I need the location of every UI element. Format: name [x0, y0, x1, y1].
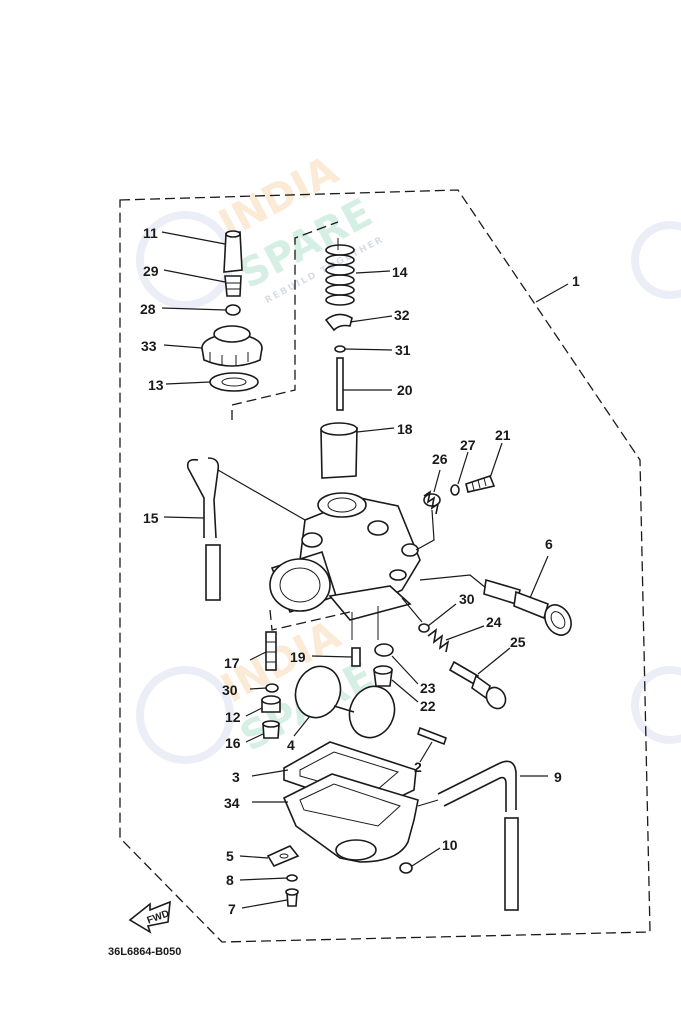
- assembly-boundary: [119, 189, 651, 943]
- part-28-nut: [225, 304, 241, 316]
- part-25-screw: [448, 660, 507, 710]
- callout-19: 19: [290, 649, 306, 665]
- link-line-26: [415, 509, 435, 551]
- part-23-seat: [374, 643, 394, 657]
- part-4-float: [294, 665, 396, 739]
- part-9-hose: [437, 760, 519, 911]
- part-15-hose: [186, 457, 221, 601]
- callout-31: 31: [395, 342, 411, 358]
- part-30-oring-right: [418, 623, 430, 633]
- callout-32: 32: [394, 307, 410, 323]
- callout-30-left: 30: [222, 682, 238, 698]
- callout-12: 12: [225, 709, 241, 725]
- watermark: INDIA SPARE REBUILD TOGETHER INDIA SPARE: [136, 147, 681, 764]
- part-14-spring: [325, 238, 355, 306]
- part-20-needle: [336, 357, 344, 411]
- callout-1: 1: [572, 273, 580, 289]
- part-29-nut: [224, 275, 242, 297]
- part-24-spring: [427, 628, 450, 653]
- part-12-holder: [261, 695, 281, 713]
- part-19-pilot-jet: [351, 647, 361, 667]
- part-6-plunger: [483, 578, 572, 636]
- part-31-ring: [334, 345, 346, 353]
- watermark-logo-icon-right-lower: [631, 666, 681, 744]
- callout-24: 24: [486, 614, 502, 630]
- callout-2: 2: [414, 759, 422, 775]
- callout-30-right: 30: [459, 591, 475, 607]
- watermark-logo-icon-right: [631, 221, 681, 299]
- callout-3: 3: [232, 769, 240, 785]
- part-2-pin: [416, 726, 448, 746]
- part-5-bracket: [266, 845, 300, 868]
- callout-11: 11: [143, 225, 158, 241]
- callout-15: 15: [143, 510, 159, 526]
- part-11-adjuster: [223, 230, 243, 273]
- callout-28: 28: [140, 301, 156, 317]
- link-line-30: [401, 597, 423, 623]
- callout-29: 29: [143, 263, 159, 279]
- part-10-screw: [399, 862, 413, 874]
- callout-16: 16: [225, 735, 241, 751]
- carburetor-body: [269, 492, 421, 640]
- leader-lines: [161, 231, 569, 909]
- callout-17: 17: [224, 655, 240, 671]
- callout-34: 34: [224, 795, 240, 811]
- part-13-gasket: [209, 372, 259, 392]
- callout-9: 9: [554, 769, 562, 785]
- callout-27: 27: [460, 437, 476, 453]
- callout-25: 25: [510, 634, 526, 650]
- top-cap-bracket: [231, 221, 339, 420]
- callout-33: 33: [141, 338, 157, 354]
- callout-20: 20: [397, 382, 413, 398]
- part-7-screw: [285, 888, 299, 907]
- watermark-logo-icon-lower: [136, 666, 234, 764]
- callout-5: 5: [226, 848, 234, 864]
- part-26-spring: [423, 490, 441, 515]
- callout-13: 13: [148, 377, 164, 393]
- link-line-15: [217, 469, 306, 521]
- callout-4: 4: [287, 737, 295, 753]
- callout-18: 18: [397, 421, 413, 437]
- part-22-float-valve: [373, 665, 393, 687]
- part-17-jet: [265, 631, 277, 671]
- drawing-code: 36L6864-B050: [108, 946, 181, 958]
- part-34-float-chamber: [282, 773, 439, 863]
- callout-10: 10: [442, 837, 458, 853]
- part-16-jet: [262, 720, 280, 739]
- callout-6: 6: [545, 536, 553, 552]
- part-33-cap: [201, 325, 263, 367]
- link-line-17: [269, 609, 351, 631]
- callout-21: 21: [495, 427, 511, 443]
- callout-7: 7: [228, 901, 236, 917]
- part-8-washer: [286, 874, 298, 882]
- link-line-6: [419, 574, 487, 589]
- part-27-oring: [450, 484, 460, 496]
- fwd-arrow-icon: FWD: [128, 900, 171, 934]
- callout-26: 26: [432, 451, 448, 467]
- part-18-throttle-valve: [320, 422, 358, 479]
- callout-labels: 11 29 28 33 13 15 14 32 31 20 18 1 26 27…: [140, 225, 580, 917]
- callout-14: 14: [392, 264, 408, 280]
- part-32-clip: [324, 313, 353, 332]
- part-21-screw: [465, 475, 496, 493]
- callout-23: 23: [420, 680, 436, 696]
- callout-22: 22: [420, 698, 436, 714]
- callout-8: 8: [226, 872, 234, 888]
